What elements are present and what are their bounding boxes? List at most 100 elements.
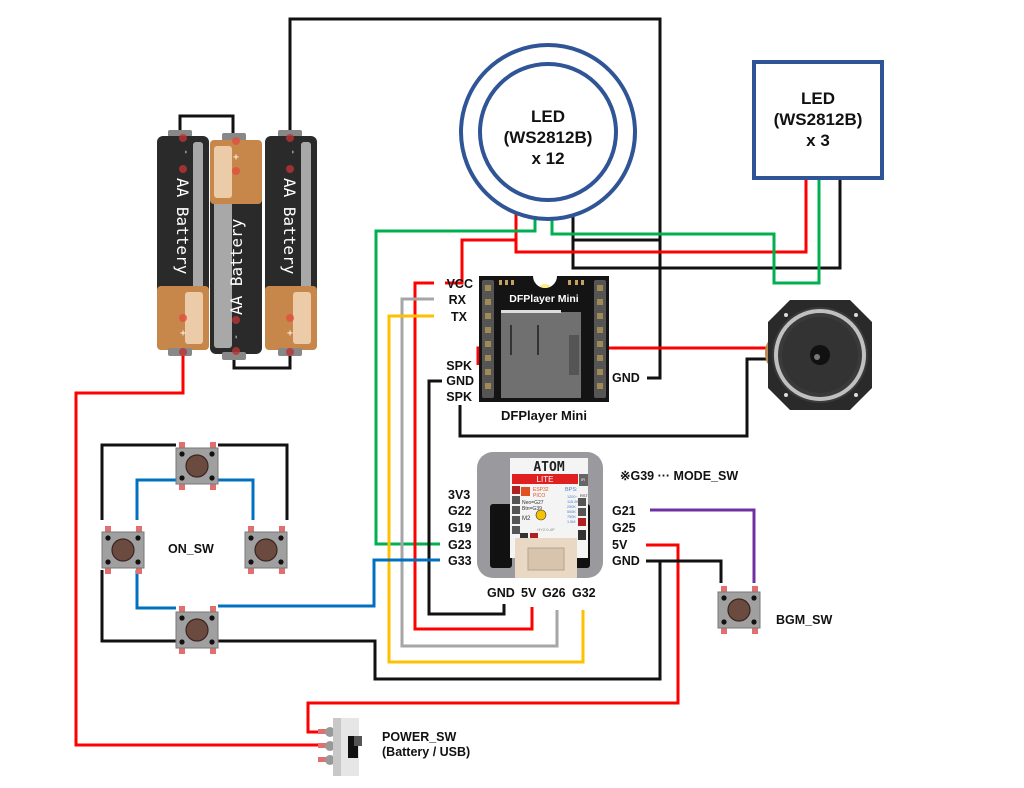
wire-atom-g21-to-bgm-sw [650, 508, 756, 583]
battery-1-label: AA Battery [173, 178, 192, 275]
atom-button[interactable] [535, 509, 547, 521]
dfplayer-pin-headers [482, 280, 606, 398]
wire-on-sw-gnd-to-atom-gnd [218, 559, 662, 681]
atom-pin-g19: G19 [448, 521, 472, 535]
wire-battery-link-top [178, 114, 235, 133]
wire-on-sw-blue-top-right [218, 478, 255, 520]
atom-pin-5v: 5V [612, 538, 628, 552]
battery-pack: - + AA Battery + AA Battery - [157, 130, 317, 360]
atom-grove-label: HY2.0-4P [537, 527, 555, 532]
on-sw-bottom[interactable] [175, 605, 219, 655]
atom-pin-g33: G33 [448, 554, 472, 568]
battery-2-minus: - [231, 334, 242, 340]
atom-pin-bottom-g32: G32 [572, 586, 596, 600]
dfplayer-pin-gnd-right: GND [612, 371, 640, 385]
wire-on-sw-blue-bottom-left [135, 570, 176, 610]
battery-2: + AA Battery - [210, 133, 262, 360]
dfplayer-module: DFPlayer Mini DFPlayer Mini VCC RX TX SP… [446, 276, 640, 423]
atom-bps-2: 250K [567, 505, 576, 509]
wire-dfplayer-tx-to-atom-g32 [387, 314, 585, 664]
atom-bps-1: 115.2K [567, 500, 579, 504]
battery-3: - + AA Battery [265, 130, 317, 356]
atom-chip-line2: PICO [533, 493, 545, 499]
atom-bps-0: 1200~ [567, 495, 578, 499]
dfplayer-pin-tx: TX [451, 310, 468, 324]
power-sw-label: POWER_SW [382, 730, 457, 744]
atom-btn-label: Btn=G39 [522, 506, 542, 512]
wire-battery-plus-to-power-sw [74, 352, 320, 747]
bgm-sw[interactable] [717, 585, 761, 635]
wire-battery-minus-to-dfplayer-gnd [288, 17, 662, 380]
wire-led-ring-dout [550, 179, 821, 285]
atom-bps-title: BPS: [565, 487, 578, 493]
led-ring-model: (WS2812B) [504, 128, 593, 147]
atom-pin-g25: G25 [612, 521, 636, 535]
atom-rst-label: RST [580, 493, 589, 498]
wire-dfplayer-vcc-to-atom-5v [413, 281, 534, 631]
battery-1-plus: + [180, 328, 186, 339]
speaker [765, 300, 872, 410]
led-ring-count: x 12 [531, 149, 564, 168]
atom-brand: ATOM [533, 460, 564, 475]
wire-power-sw-to-atom-5v [306, 543, 680, 734]
power-sw-slider[interactable] [348, 736, 358, 758]
led-ring-title: LED [531, 107, 565, 126]
dfplayer-pin-spk2: SPK [446, 390, 472, 404]
battery-3-label: AA Battery [280, 178, 299, 275]
on-sw-top[interactable] [175, 441, 219, 491]
wire-on-sw-to-atom-g33 [218, 558, 440, 608]
atom-bps-4: 750K [567, 515, 576, 519]
battery-2-label: AA Battery [227, 218, 246, 315]
on-sw-left[interactable] [101, 525, 145, 575]
atom-neo-label: Neo=G27 [522, 500, 544, 506]
battery-1-minus: - [180, 149, 191, 155]
on-sw-group: ON_SW [101, 441, 288, 655]
atom-bps-5: 1.5M [567, 520, 575, 524]
atom-ir-label: IR [581, 477, 585, 482]
battery-3-plus: + [287, 328, 293, 339]
dfplayer-board-title: DFPlayer Mini [509, 293, 579, 305]
atom-pin-g21: G21 [612, 504, 636, 518]
on-sw-right[interactable] [244, 525, 288, 575]
led-strip: LED (WS2812B) x 3 [752, 60, 884, 180]
atom-bps-3: 500K [567, 510, 576, 514]
bgm-sw-label: BGM_SW [776, 613, 832, 627]
battery-1: - + AA Battery [157, 130, 209, 356]
dfplayer-pin-vcc: VCC [447, 277, 473, 291]
on-sw-label: ON_SW [168, 542, 214, 556]
led-ring: LED (WS2812B) x 12 [459, 43, 637, 221]
battery-3-minus: - [287, 149, 298, 155]
led-strip-model: (WS2812B) [774, 110, 863, 129]
atom-pin-bottom-gnd: GND [487, 586, 515, 600]
atom-pin-g23: G23 [448, 538, 472, 552]
power-sw-sublabel: (Battery / USB) [382, 745, 470, 759]
battery-2-plus: + [233, 152, 239, 163]
atom-model: LITE [537, 475, 554, 484]
wires [74, 17, 842, 747]
atom-pin-bottom-5v: 5V [521, 586, 537, 600]
dfplayer-pin-gnd: GND [446, 374, 474, 388]
wire-dfplayer-gnd-to-atom-gnd [427, 379, 506, 616]
wire-on-sw-black-bottom-left [100, 570, 176, 643]
wire-on-sw-black-top-right [218, 443, 289, 520]
wire-atom-gnd-to-bgm-sw [660, 559, 723, 583]
atom-pin-gnd: GND [612, 554, 640, 568]
dfplayer-caption: DFPlayer Mini [501, 408, 587, 423]
atom-pin-g22: G22 [448, 504, 472, 518]
dfplayer-pin-spk1: SPK [446, 359, 472, 373]
bgm-sw-group: BGM_SW [717, 585, 832, 635]
power-sw[interactable]: POWER_SW (Battery / USB) [318, 718, 470, 776]
atom-chip-line1: ESP32 [533, 487, 549, 493]
atom-pin-3v3: 3V3 [448, 488, 470, 502]
atom-mode-sw-note: ※G39 ··· MODE_SW [620, 469, 738, 483]
wire-speaker-minus [458, 357, 768, 438]
wire-on-sw-blue-top-left [135, 478, 176, 520]
atom-lite-module: ATOM LITE IR ESP32 PICO BPS: RST 1200~ 1… [448, 452, 738, 600]
wire-speaker-plus [476, 346, 768, 365]
led-strip-title: LED [801, 89, 835, 108]
atom-m2-label: M2 [522, 516, 531, 522]
dfplayer-pin-rx: RX [449, 293, 467, 307]
wire-led-ring-vcc-to-dfplayer [445, 238, 516, 285]
led-strip-count: x 3 [806, 131, 830, 150]
